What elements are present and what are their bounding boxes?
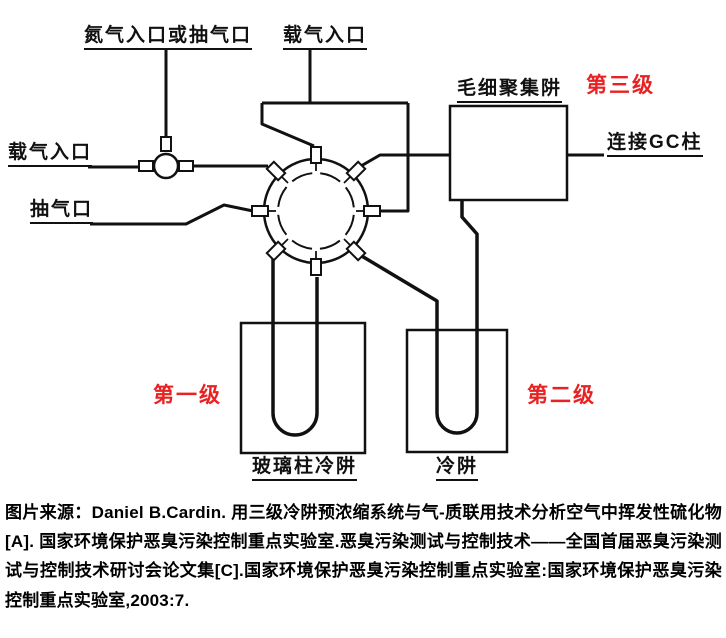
manifold-to-top-port [260,103,315,148]
pump-line [90,203,254,226]
tee-ports [138,136,194,172]
label-capillary-trap: 毛细聚集阱 [457,77,563,103]
valve-port [345,160,367,182]
glass-trap-box [239,321,367,455]
valve-port [363,205,381,217]
label-pump-port: 抽气口 [30,198,94,224]
label-gc-column: 连接GC柱 [607,131,703,157]
label-stage-one: 第一级 [153,384,222,407]
tubing-lines [88,48,604,437]
label-carrier-gas-top: 载气入口 [283,24,368,50]
label-stage-three: 第三级 [586,74,655,97]
label-nitrogen-inlet: 氮气入口或抽气口 [84,24,253,50]
valve-port [310,258,322,276]
tee-body [152,152,180,180]
valve-rotor-ring [277,172,355,250]
cold-trap-u-tube [359,201,479,435]
glass-trap-u-tube [271,258,319,437]
label-cold-trap: 冷阱 [436,455,479,481]
label-carrier-gas-left: 载气入口 [8,141,93,167]
valve-port [265,160,287,182]
valve-port [265,240,287,262]
valve-port-ticks [268,163,364,259]
valve-port [345,240,367,262]
valve-ports [251,146,381,276]
manifold-to-right-port [381,103,410,213]
valve-port [310,146,322,164]
tee-fitting [138,136,194,180]
trap-boxes [239,104,569,455]
valve-port [251,205,269,217]
label-stage-two: 第二级 [527,384,596,407]
capillary-trap-box [448,104,569,202]
caption: 图片来源：Daniel B.Cardin. 用三级冷阱预浓缩系统与气-质联用技术… [5,503,722,610]
valve-to-captrap-line [360,153,450,168]
label-glass-column-trap: 玻璃柱冷阱 [252,455,358,481]
diagram-linework [88,48,604,455]
cold-trap-box [405,328,509,454]
rotary-valve [251,146,381,276]
